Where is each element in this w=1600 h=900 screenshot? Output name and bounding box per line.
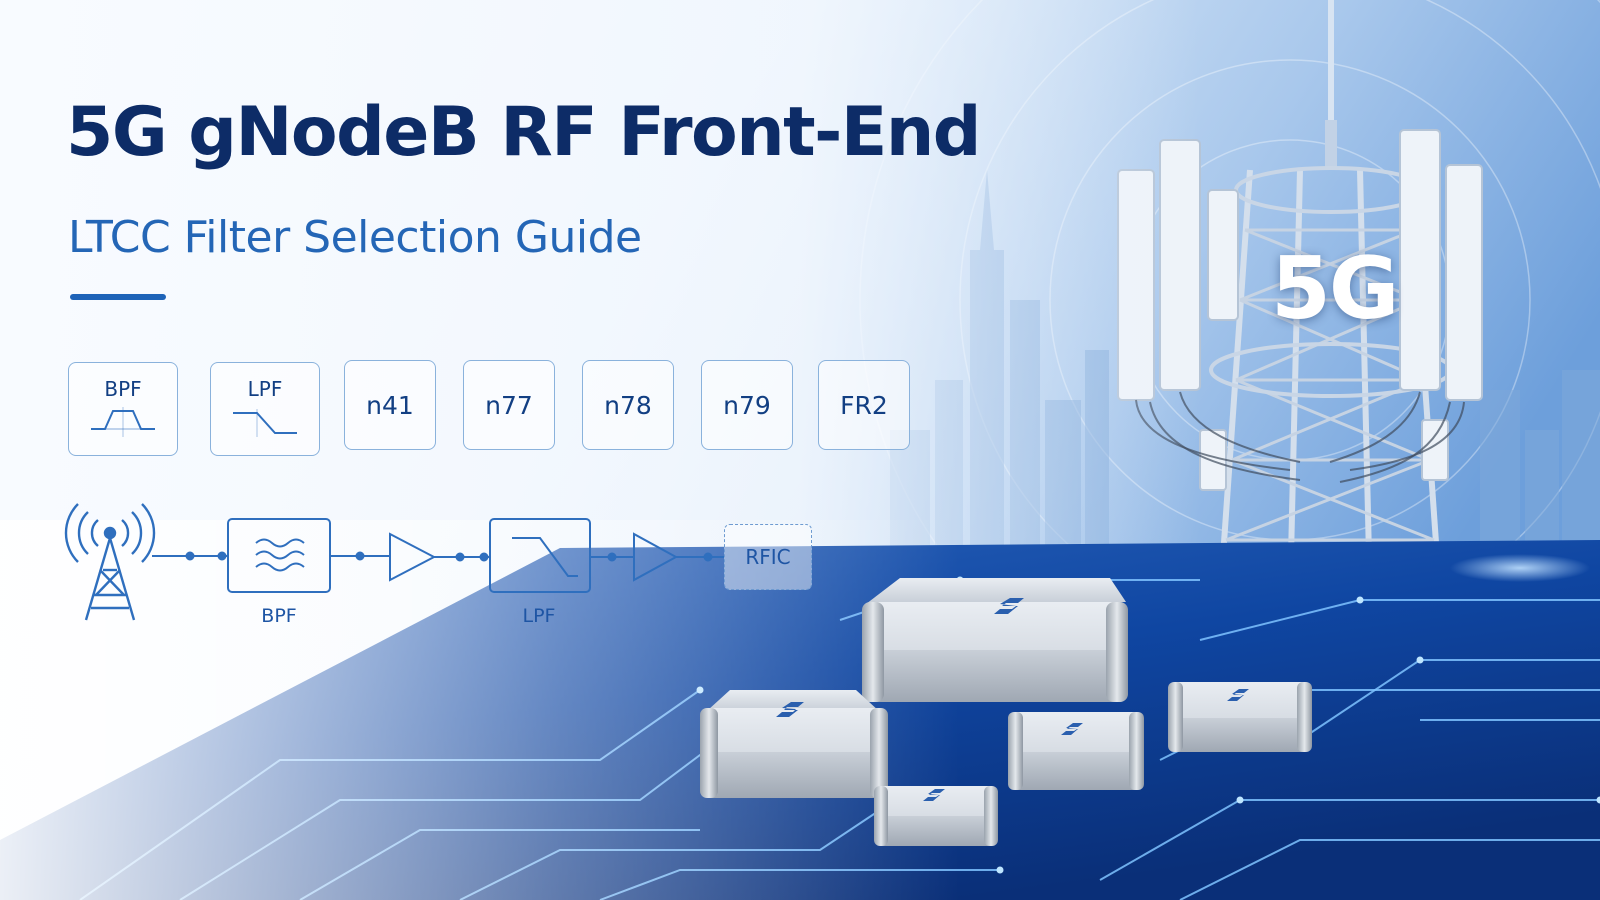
ltcc-chips-illustration <box>700 578 1312 846</box>
tag-n77: n77 <box>463 360 555 450</box>
chain-label-lpf: LPF <box>522 605 556 627</box>
chain-label-bpf: BPF <box>261 605 297 627</box>
ltcc-chip-medium-left <box>700 690 888 798</box>
ltcc-chip-small-right <box>1168 682 1312 752</box>
rfic-label: RFIC <box>745 545 791 569</box>
tag-n78: n78 <box>582 360 674 450</box>
antenna-icon <box>64 503 156 621</box>
tag-bpf: BPF <box>68 362 178 456</box>
page-title: 5G gNodeB RF Front-End <box>66 93 981 172</box>
tag-label: n41 <box>366 390 414 420</box>
signal-chain-diagram <box>64 503 724 621</box>
tower-5g-badge: 5G <box>1271 239 1399 339</box>
lpf-block <box>489 518 591 593</box>
tag-label: n78 <box>604 390 652 420</box>
rfic-block: RFIC <box>724 524 812 590</box>
tag-label: FR2 <box>840 390 888 420</box>
ltcc-chip-tiny-front <box>874 786 998 846</box>
amplifier-icon-2 <box>633 532 679 582</box>
lowpass-response-icon <box>233 409 297 437</box>
tag-n41: n41 <box>344 360 436 450</box>
page-subtitle: LTCC Filter Selection Guide <box>68 212 642 263</box>
bandpass-response-icon <box>91 407 155 437</box>
tag-label: LPF <box>247 377 283 401</box>
tag-n79: n79 <box>701 360 793 450</box>
bandpass-filter-icon <box>255 538 305 572</box>
lowpass-filter-icon <box>512 537 578 577</box>
title-accent-bar <box>70 294 166 300</box>
ltcc-chip-large <box>862 578 1128 702</box>
tag-label: n79 <box>723 390 771 420</box>
tag-lpf: LPF <box>210 362 320 456</box>
tag-fr2: FR2 <box>818 360 910 450</box>
tag-label: BPF <box>104 377 142 401</box>
amplifier-icon <box>389 532 437 582</box>
tag-label: n77 <box>485 390 533 420</box>
ltcc-chip-small-center <box>1008 712 1144 790</box>
